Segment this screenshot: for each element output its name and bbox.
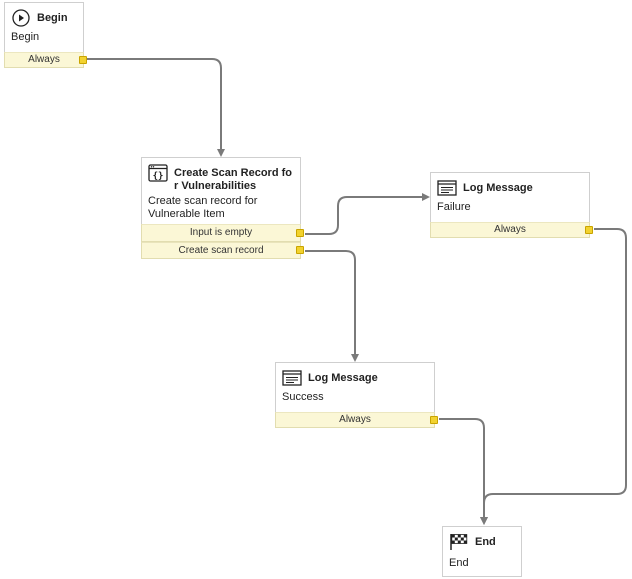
create-scan-output-input-empty-port[interactable]: [296, 229, 304, 237]
create-scan-output-input-empty-label: Input is empty: [189, 227, 253, 238]
connection-log-failure-to-end[interactable]: [480, 228, 627, 525]
end-node[interactable]: End End: [442, 526, 522, 577]
create-scan-record-node-description: Create scan record for Vulnerable Item: [148, 195, 258, 220]
svg-text:{}: {}: [153, 172, 164, 182]
create-scan-output-create-record-port[interactable]: [296, 246, 304, 254]
begin-output-always-label: Always: [28, 54, 60, 65]
connection-input-empty-to-log-failure[interactable]: [305, 193, 430, 235]
create-scan-record-node[interactable]: {} Create Scan Record fo r Vulnerabiliti…: [141, 157, 304, 259]
log-success-output-always-label: Always: [339, 414, 371, 425]
begin-output-always[interactable]: Always: [4, 52, 87, 68]
log-window-icon: [282, 370, 302, 386]
log-message-failure-node[interactable]: Log Message Failure Always: [430, 172, 593, 238]
log-message-success-description: Success: [282, 391, 324, 403]
play-icon: [12, 9, 30, 27]
create-scan-output-create-record-label: Create scan record: [178, 245, 264, 256]
create-scan-record-node-outputs: Input is empty Create scan record: [141, 224, 304, 259]
connection-begin-to-create-scan[interactable]: [87, 58, 225, 157]
end-node-title: End: [475, 536, 496, 548]
script-braces-icon: {}: [148, 164, 168, 182]
log-success-output-always[interactable]: Always: [275, 412, 438, 428]
log-window-icon: [437, 180, 457, 196]
log-message-success-outputs: Always: [275, 412, 438, 428]
create-scan-output-input-empty[interactable]: Input is empty: [141, 224, 304, 242]
log-message-success-title: Log Message: [308, 372, 378, 384]
end-node-description: End: [449, 557, 469, 569]
log-failure-output-always-label: Always: [494, 224, 526, 235]
log-message-failure-description: Failure: [437, 201, 471, 213]
log-message-failure-outputs: Always: [430, 222, 593, 238]
log-success-output-always-port[interactable]: [430, 416, 438, 424]
log-failure-output-always[interactable]: Always: [430, 222, 593, 238]
begin-node-title: Begin: [37, 12, 68, 24]
create-scan-output-create-record[interactable]: Create scan record: [141, 242, 304, 259]
begin-node-outputs: Always: [4, 52, 87, 68]
checkered-flag-icon: [450, 534, 468, 550]
create-scan-record-node-title: Create Scan Record fo r Vulnerabilities: [174, 167, 292, 192]
log-message-failure-title: Log Message: [463, 182, 533, 194]
log-failure-output-always-port[interactable]: [585, 226, 593, 234]
begin-node[interactable]: Begin Begin Always: [4, 2, 87, 68]
connection-log-success-to-end[interactable]: [439, 418, 488, 525]
begin-node-description: Begin: [11, 31, 40, 43]
log-message-success-node[interactable]: Log Message Success Always: [275, 362, 438, 428]
begin-output-always-port[interactable]: [79, 56, 87, 64]
connection-create-record-to-log-success[interactable]: [305, 250, 359, 362]
